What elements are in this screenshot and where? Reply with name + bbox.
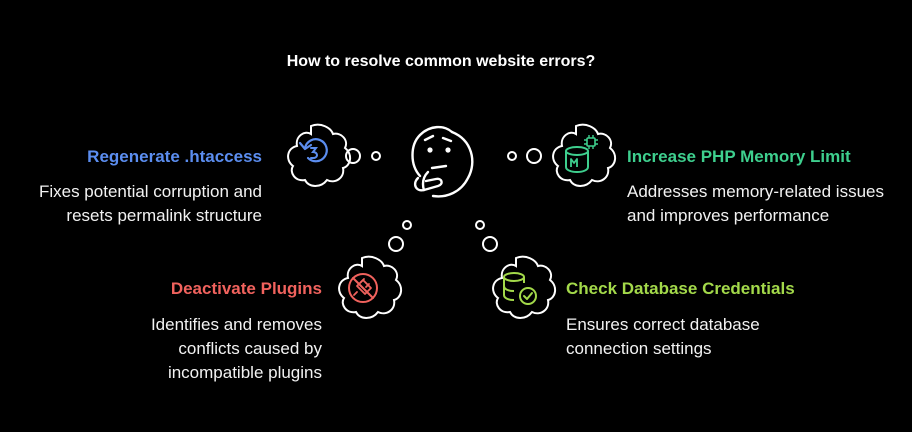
item-description-deactivate: Identifies and removes conflicts caused … (150, 315, 322, 382)
item-description-php-memory: Addresses memory-related issues and impr… (627, 182, 884, 225)
memory-chip-icon (552, 123, 616, 187)
item-heading-deactivate: Deactivate Plugins (170, 279, 322, 298)
plugin-off-icon (338, 255, 402, 319)
refresh-icon (287, 123, 351, 187)
item-heading-database: Check Database Credentials (566, 279, 795, 298)
item-heading-regenerate: Regenerate .htaccess (87, 147, 262, 166)
item-heading-php-memory: Increase PHP Memory Limit (627, 147, 851, 166)
item-description-database: Ensures correct database connection sett… (566, 315, 760, 358)
item-description-regenerate: Fixes potential corruption and resets pe… (38, 182, 262, 225)
thinking-face-icon (411, 125, 474, 198)
database-check-icon (492, 255, 556, 319)
thought-dots (345, 148, 542, 252)
diagram-title: How to resolve common website errors? (286, 53, 596, 70)
